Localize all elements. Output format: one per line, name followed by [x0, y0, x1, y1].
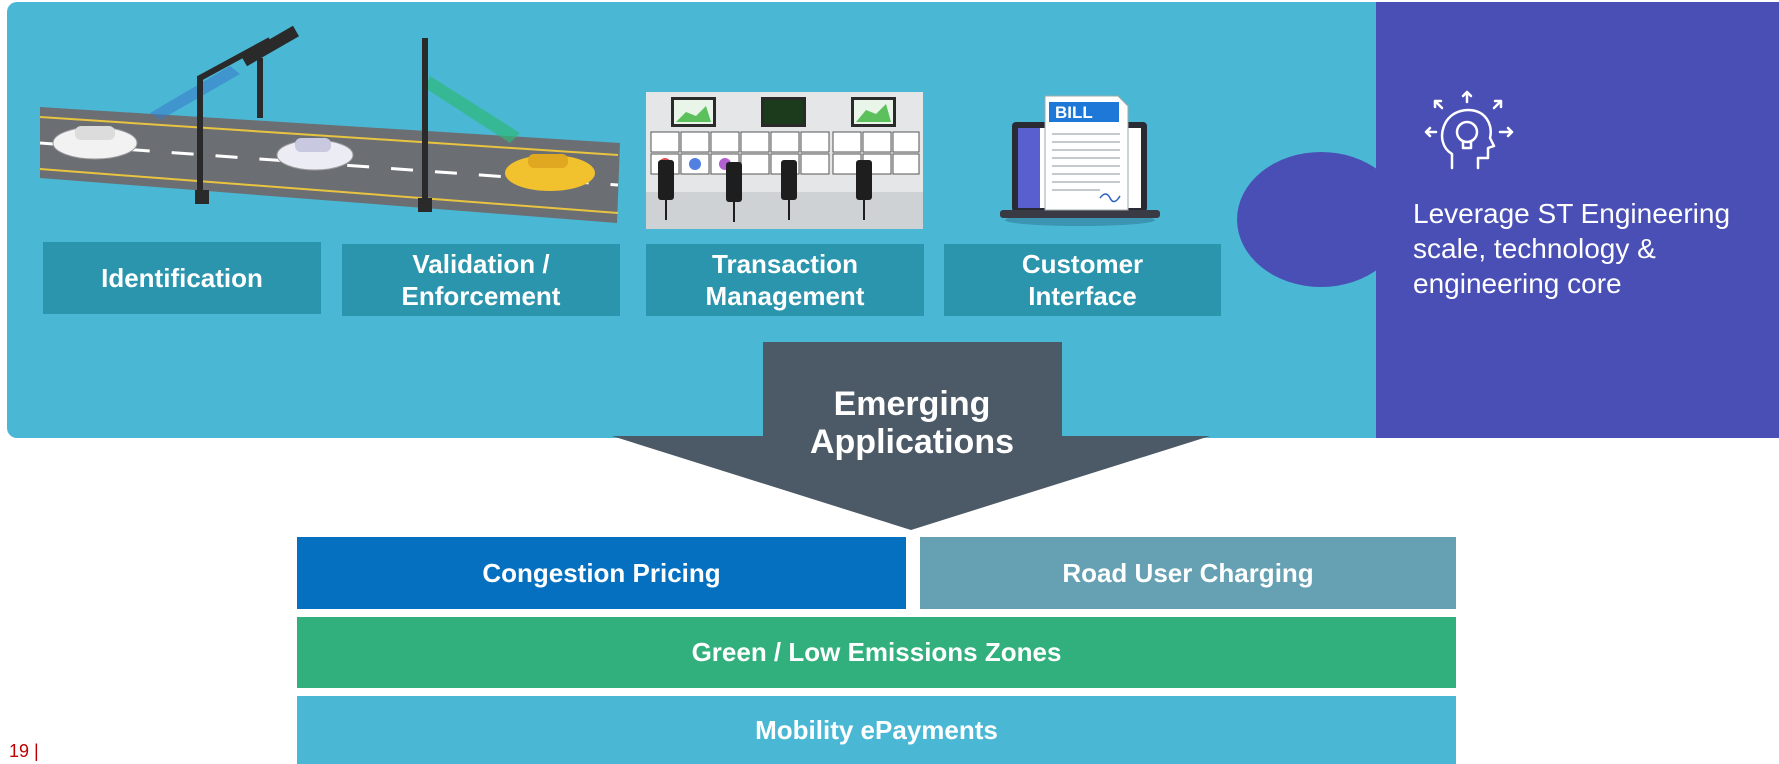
control-room-illustration: [646, 92, 923, 229]
car-white-middle: [276, 138, 354, 171]
lightbulb-head-icon: [1424, 90, 1514, 170]
page-number: 19 |: [9, 741, 39, 761]
car-white-left: [52, 126, 138, 160]
leverage-puzzle-panel: [1376, 2, 1779, 438]
bill-label: BILL: [1055, 103, 1093, 122]
road-user-charging-bar: Road User Charging: [920, 537, 1456, 609]
stage-identification: Identification: [43, 242, 321, 314]
road-gantry-illustration: [40, 25, 620, 223]
emerging-applications-label: Emerging Applications: [809, 385, 1015, 461]
car-yellow-right: [505, 154, 595, 191]
laptop-bill-illustration: BILL: [1000, 95, 1160, 226]
stage-validation-enforcement: Validation / Enforcement: [342, 244, 620, 316]
mobility-epayments-bar: Mobility ePayments: [297, 696, 1456, 764]
bill-document: BILL: [1044, 95, 1129, 211]
congestion-pricing-bar: Congestion Pricing: [297, 537, 906, 609]
puzzle-lobe: [1237, 152, 1405, 287]
stage-transaction-management: Transaction Management: [646, 244, 924, 316]
green-low-emissions-bar: Green / Low Emissions Zones: [297, 617, 1456, 688]
leverage-text: Leverage ST Engineering scale, technolog…: [1413, 198, 1731, 299]
stage-customer-interface: Customer Interface: [944, 244, 1221, 316]
